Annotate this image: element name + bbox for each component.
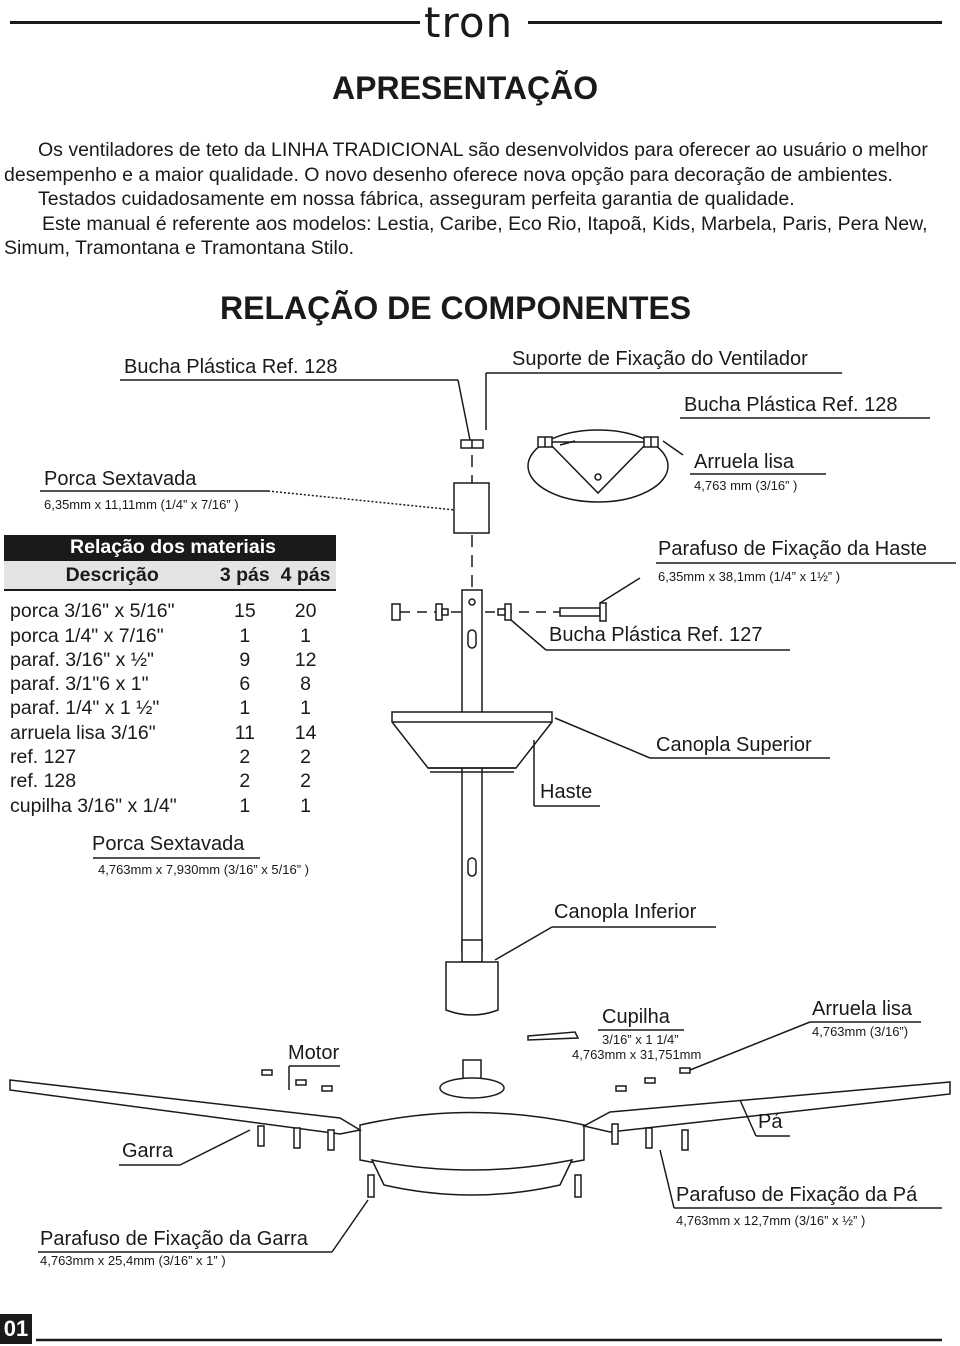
label-canopla-superior: Canopla Superior (656, 734, 812, 756)
bracket-bucha-left (537, 436, 553, 448)
label-porca-sextavada-1-dim: 6,35mm x 11,11mm (1/4” x 7/16” ) (44, 497, 239, 512)
intro-text: Os ventiladores de teto da LINHA TRADICI… (4, 138, 944, 261)
materials-table: Relação dos materiais Descrição 3 pás 4 … (4, 535, 336, 818)
table-row: ref. 128 2 2 (4, 769, 336, 793)
label-porca-sextavada-1: Porca Sextavada (44, 468, 197, 490)
intro-paragraph-2: Testados cuidadosamente em nossa fábrica… (38, 188, 795, 210)
header-rule-right (528, 21, 942, 24)
label-haste: Haste (540, 781, 593, 803)
row-desc: paraf. 3/16" x ½" (10, 648, 154, 671)
label-garra: Garra (122, 1140, 174, 1162)
row-desc: paraf. 3/1"6 x 1" (10, 673, 149, 696)
row-4-pas: 1 (300, 697, 312, 720)
row-4-pas: 2 (300, 746, 312, 769)
row-4-pas: 8 (300, 673, 312, 696)
table-row: paraf. 1/4" x 1 ½" 1 1 (4, 696, 336, 720)
screw-left-3 (321, 1085, 333, 1092)
label-porca-sextavada-2-dim: 4,763mm x 7,930mm (3/16” x 5/16” ) (98, 862, 309, 877)
label-bucha-127: Bucha Plástica Ref. 127 (549, 624, 763, 646)
label-arruela-lisa-2: Arruela lisa (812, 998, 913, 1020)
row-3-pas: 15 (233, 600, 256, 623)
label-pa: Pá (758, 1111, 783, 1133)
row-desc: cupilha 3/16" x 1/4" (10, 794, 177, 817)
row-3-pas: 1 (239, 697, 251, 720)
bracket-bucha-right (643, 436, 659, 448)
row-desc: porca 3/16" x 5/16" (10, 600, 175, 623)
table-row: arruela lisa 3/16" 11 14 (4, 721, 336, 745)
label-cupilha-dim-1: 3/16” x 1 1/4” (602, 1032, 679, 1047)
brand-logo: tron (424, 0, 513, 47)
row-4-pas: 14 (294, 721, 317, 744)
materials-title-row: Relação dos materiais (4, 535, 336, 561)
label-parafuso-haste-dim: 6,35mm x 38,1mm (1/4” x 1½” ) (658, 569, 841, 584)
row-desc: paraf. 1/4" x 1 ½" (10, 697, 160, 720)
label-arruela-lisa-1: Arruela lisa (694, 451, 795, 473)
column-header-descricao: Descrição (4, 559, 215, 592)
row-3-pas: 2 (239, 746, 251, 769)
table-row: porca 1/4" x 7/16" 1 1 (4, 624, 336, 648)
materials-title: Relação dos materiais (4, 535, 336, 561)
table-row: porca 3/16" x 5/16" 15 20 (4, 599, 336, 623)
intro-paragraph-3: Este manual é referente aos modelos: Les… (4, 212, 928, 260)
row-desc: ref. 127 (10, 746, 77, 769)
table-row: cupilha 3/16" x 1/4" 1 1 (4, 794, 336, 818)
column-header-3-pas: 3 pás (214, 559, 276, 592)
label-parafuso-garra-dim: 4,763mm x 25,4mm (3/16” x 1” ) (40, 1253, 226, 1268)
brand-logo-text: tron (424, 0, 514, 47)
row-4-pas: 1 (300, 794, 312, 817)
label-parafuso-haste: Parafuso de Fixação da Haste (658, 538, 928, 560)
section-title: RELAÇÃO DE COMPONENTES (220, 290, 692, 326)
row-desc: porca 1/4" x 7/16" (10, 624, 164, 647)
label-cupilha: Cupilha (602, 1006, 670, 1028)
row-3-pas: 9 (239, 648, 251, 671)
row-4-pas: 12 (294, 648, 317, 671)
label-parafuso-pa: Parafuso de Fixação da Pá (676, 1184, 918, 1206)
screw-left-1 (261, 1069, 273, 1076)
header-rule-left (10, 21, 420, 24)
screw-left-2 (295, 1079, 307, 1086)
intro-paragraph-1: Os ventiladores de teto da LINHA TRADICI… (4, 139, 928, 186)
label-bucha-128-a: Bucha Plástica Ref. 128 (124, 356, 338, 378)
row-desc: ref. 128 (10, 770, 77, 793)
materials-header-row: Descrição 3 pás 4 pás (4, 559, 336, 592)
row-4-pas: 2 (300, 770, 312, 793)
row-3-pas: 6 (239, 673, 251, 696)
row-4-pas: 1 (300, 624, 312, 647)
label-cupilha-dim-2: 4,763mm x 31,751mm (572, 1047, 702, 1062)
label-porca-sextavada-2: Porca Sextavada (92, 833, 245, 855)
label-bucha-128-b: Bucha Plástica Ref. 128 (684, 394, 898, 416)
label-motor: Motor (288, 1042, 340, 1064)
label-parafuso-pa-dim: 4,763mm x 12,7mm (3/16” x ½” ) (676, 1213, 866, 1228)
row-3-pas: 2 (239, 770, 251, 793)
page-number: 01 (0, 1314, 32, 1344)
row-3-pas: 1 (239, 624, 251, 647)
row-4-pas: 20 (294, 600, 317, 623)
label-arruela-lisa-2-dim: 4,763mm (3/16”) (812, 1024, 909, 1039)
label-parafuso-garra: Parafuso de Fixação da Garra (40, 1228, 308, 1250)
label-suporte: Suporte de Fixação do Ventilador (512, 348, 808, 370)
row-3-pas: 1 (239, 794, 251, 817)
label-arruela-lisa-1-dim: 4,763 mm (3/16” ) (694, 478, 798, 493)
table-row: paraf. 3/16" x ½" 9 12 (4, 648, 336, 672)
row-desc: arruela lisa 3/16" (10, 721, 156, 744)
row-3-pas: 11 (234, 721, 255, 744)
table-row: paraf. 3/1"6 x 1" 6 8 (4, 672, 336, 696)
table-row: ref. 127 2 2 (4, 745, 336, 769)
label-canopla-inferior: Canopla Inferior (554, 901, 697, 923)
page-title: APRESENTAÇÃO (332, 70, 599, 106)
column-header-4-pas: 4 pás (275, 559, 336, 592)
